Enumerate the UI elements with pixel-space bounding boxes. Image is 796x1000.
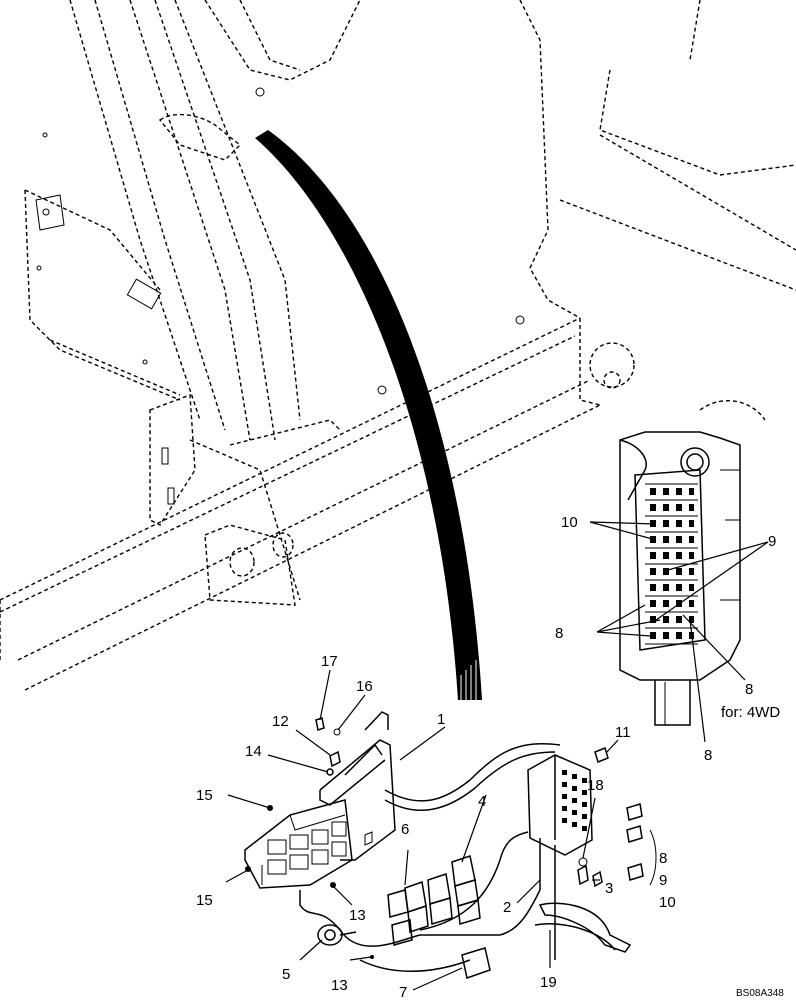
relays xyxy=(387,855,481,946)
callout-8-inset: 8 xyxy=(555,625,563,642)
callout-17: 17 xyxy=(321,653,338,670)
callout-12: 12 xyxy=(272,713,289,730)
callout-16: 16 xyxy=(356,678,373,695)
callout-11: 11 xyxy=(615,724,631,741)
callout-8-4wd: 8 xyxy=(745,681,753,698)
drawing-code: BS08A348 xyxy=(736,988,784,999)
wiring xyxy=(299,743,561,972)
callout-15-upper: 15 xyxy=(196,787,213,804)
callout-13-lower: 13 xyxy=(331,977,348,994)
callout-labels: 1 2 3 4 5 6 7 8 9 10 11 12 13 13 14 15 1… xyxy=(196,514,784,1000)
note-4wd: for: 4WD xyxy=(721,704,780,721)
fuse-box-inset xyxy=(619,431,741,726)
harness-band xyxy=(255,130,482,700)
callout-18: 18 xyxy=(587,777,604,794)
main-connector xyxy=(527,754,593,895)
callout-14: 14 xyxy=(245,743,262,760)
callout-2: 2 xyxy=(503,899,511,916)
callout-8-group: 8 xyxy=(659,850,667,867)
callout-9-group: 9 xyxy=(659,872,667,889)
leader-lines xyxy=(225,521,769,991)
callout-5: 5 xyxy=(282,966,290,983)
callout-9-inset: 9 xyxy=(768,533,776,550)
vehicle-frame-phantom xyxy=(0,0,796,691)
callout-7: 7 xyxy=(399,984,407,1000)
callout-13-upper: 13 xyxy=(349,907,366,924)
callout-10-inset: 10 xyxy=(561,514,578,531)
callout-8-lower: 8 xyxy=(704,747,712,764)
callout-3: 3 xyxy=(605,880,613,897)
small-hardware xyxy=(245,717,657,979)
callout-15-lower: 15 xyxy=(196,892,213,909)
callout-10-group: 10 xyxy=(659,894,676,911)
harness-band-end-lines xyxy=(460,660,477,700)
bracket-assembly xyxy=(244,711,396,889)
callout-4: 4 xyxy=(478,793,486,810)
callout-1: 1 xyxy=(437,711,445,728)
callout-19: 19 xyxy=(540,974,557,991)
callout-6: 6 xyxy=(401,821,409,838)
